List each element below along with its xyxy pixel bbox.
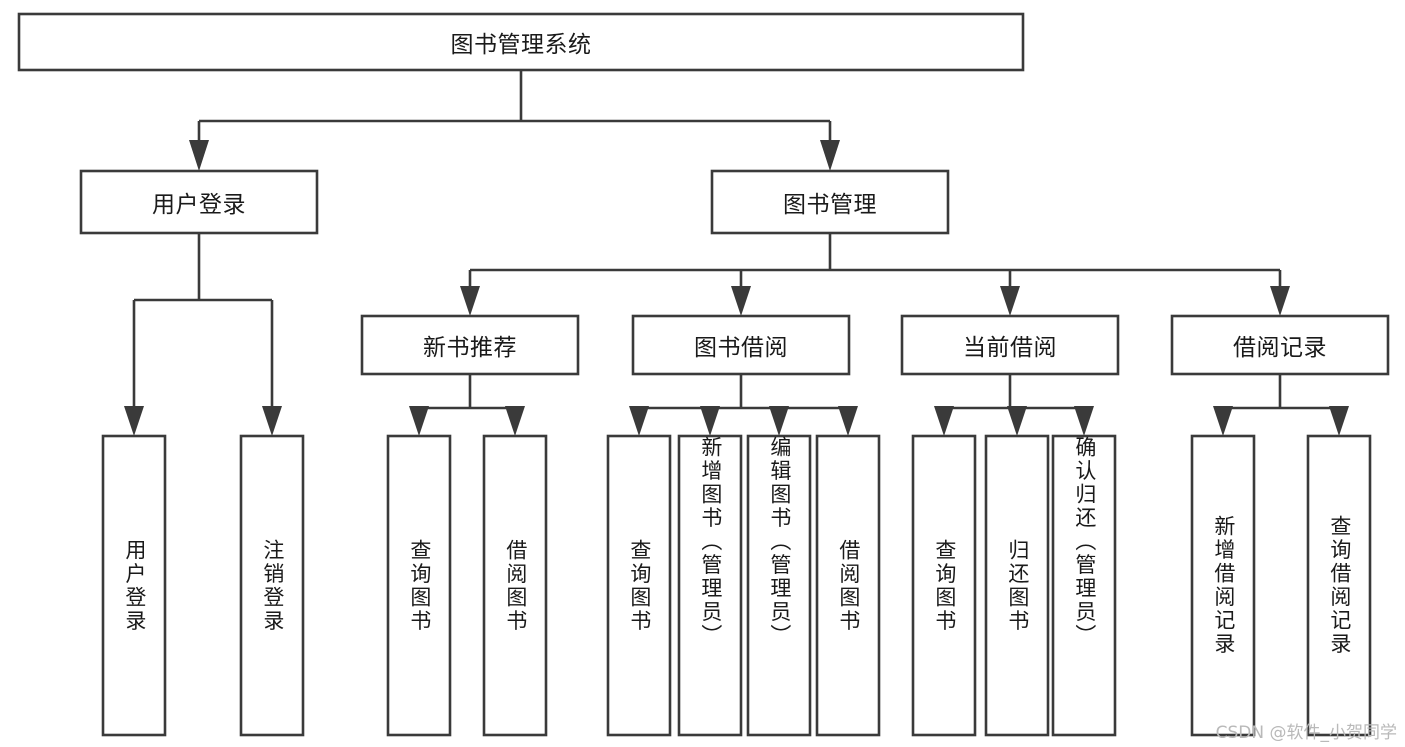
node-box-br-add-record[interactable] (1190, 434, 1256, 737)
node-box-bb-add-book[interactable] (677, 434, 743, 737)
node-box-root[interactable] (17, 12, 1025, 72)
connector-layer (124, 70, 1349, 436)
arrow-head-nbr-query-book (409, 406, 429, 436)
node-box-br-query-record[interactable] (1306, 434, 1372, 737)
node-layer (17, 12, 1390, 737)
arrow-head-book-manage (820, 140, 840, 171)
csdn-watermark: CSDN @软件_小贺同学 (1215, 723, 1397, 743)
node-box-bb-query-book[interactable] (606, 434, 672, 737)
arrow-head-bb-query-book (629, 406, 649, 436)
node-box-bb-edit-book[interactable] (746, 434, 812, 737)
node-box-book-borrow[interactable] (631, 314, 851, 376)
node-box-cb-return-book[interactable] (984, 434, 1050, 737)
arrow-head-cb-confirm-return (1074, 406, 1094, 436)
arrow-head-new-book-recommend (460, 286, 480, 316)
arrow-head-user-login (189, 140, 209, 171)
arrow-head-current-borrow (1000, 286, 1020, 316)
arrow-head-cb-query-book (934, 406, 954, 436)
node-box-cb-confirm-return[interactable] (1051, 434, 1117, 737)
node-box-book-manage[interactable] (710, 169, 950, 235)
node-box-nbr-query-book[interactable] (386, 434, 452, 737)
arrow-head-borrow-record (1270, 286, 1290, 316)
arrow-head-bb-edit-book (769, 406, 789, 436)
arrow-head-book-borrow (731, 286, 751, 316)
arrow-head-bb-add-book (700, 406, 720, 436)
node-box-cb-query-book[interactable] (911, 434, 977, 737)
node-box-new-book-recommend[interactable] (360, 314, 580, 376)
arrow-head-user-login-leaf (124, 406, 144, 436)
arrow-head-bb-borrow-book (838, 406, 858, 436)
arrow-head-cb-return-book (1007, 406, 1027, 436)
node-box-user-login[interactable] (79, 169, 319, 235)
arrow-head-br-query-record (1329, 406, 1349, 436)
node-box-user-login-leaf[interactable] (101, 434, 167, 737)
arrow-head-user-logout-leaf (262, 406, 282, 436)
arrow-head-nbr-borrow-book (505, 406, 525, 436)
node-box-user-logout-leaf[interactable] (239, 434, 305, 737)
node-box-nbr-borrow-book[interactable] (482, 434, 548, 737)
node-box-borrow-record[interactable] (1170, 314, 1390, 376)
arrow-head-br-add-record (1213, 406, 1233, 436)
node-box-current-borrow[interactable] (900, 314, 1120, 376)
node-box-bb-borrow-book[interactable] (815, 434, 881, 737)
